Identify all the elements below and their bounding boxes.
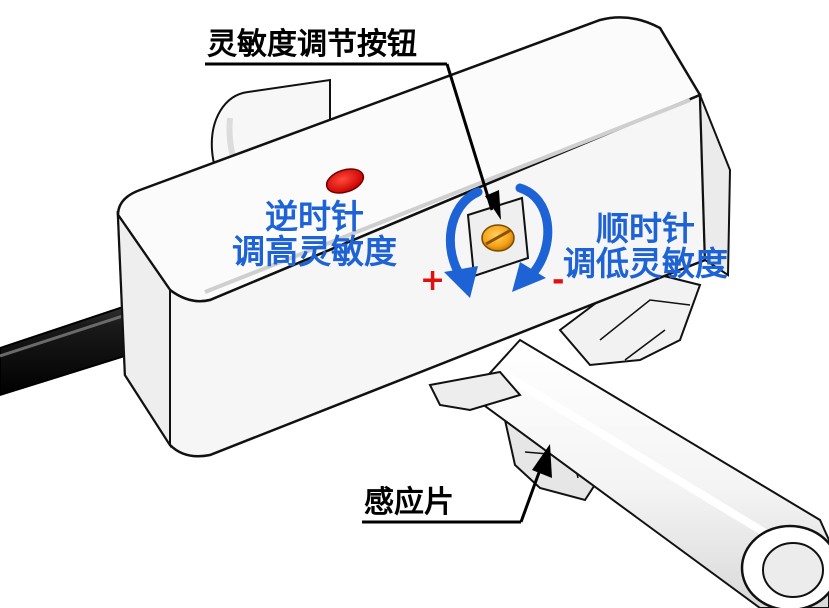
ccw-label-line2: 调高灵敏度 [232,232,397,271]
counterclockwise-arrow-icon [444,187,483,298]
cw-label-line2: 调低灵敏度 [563,244,728,283]
cw-label-line1: 顺时针 [596,209,695,248]
sensing-plate-label: 感应片 [364,485,454,520]
front-pipe [468,338,829,608]
clockwise-arrow-icon [512,183,553,292]
sensitivity-knob-label: 灵敏度调节按钮 [207,27,417,62]
sensitivity-knob[interactable] [481,224,515,252]
minus-sign: - [552,263,565,298]
sensor-housing [116,16,732,458]
indicator-led [325,168,365,194]
plate-callout-line [362,444,552,524]
cw-label: 顺时针 调低灵敏度 [563,212,728,280]
knob-callout-line [205,62,501,220]
ccw-label: 逆时针 调高灵敏度 [232,200,397,268]
box-underside [428,370,522,412]
plus-sign: + [420,263,446,298]
ccw-label-line1: 逆时针 [265,197,364,236]
